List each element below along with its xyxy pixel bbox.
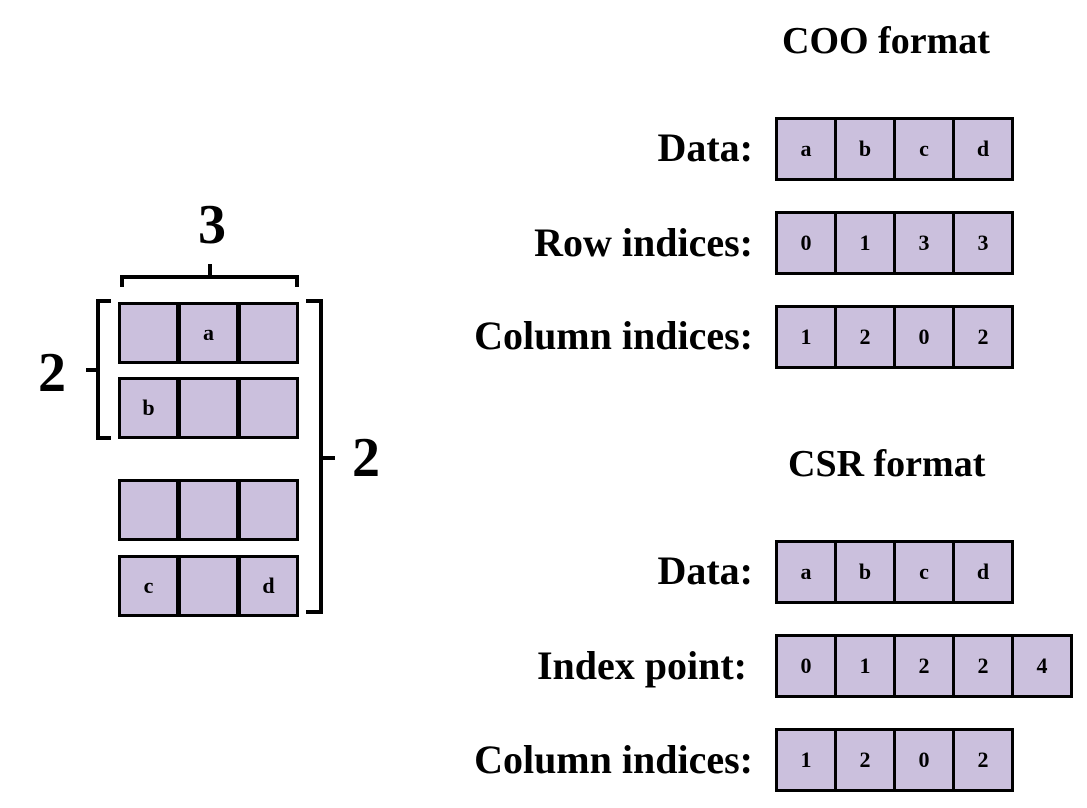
array-cell: 2 <box>952 728 1014 792</box>
array-cell: a <box>775 540 837 604</box>
csr-title: CSR format <box>788 443 986 485</box>
csr-column-indices-label: Column indices: <box>474 737 753 782</box>
column-block-size-label: 3 <box>198 194 226 256</box>
matrix-cell: d <box>238 555 299 617</box>
array-cell: 2 <box>952 305 1014 369</box>
coo-data-array: a b c d <box>775 117 1016 181</box>
coo-row-indices-label: Row indices: <box>534 220 753 265</box>
array-cell: d <box>952 117 1014 181</box>
matrix-cell <box>238 479 299 541</box>
column-brace <box>120 264 299 287</box>
brackets <box>86 264 335 614</box>
array-cell: c <box>893 540 955 604</box>
array-cell: 3 <box>893 211 955 275</box>
csr-index-point-array: 0 1 2 2 4 <box>775 634 1075 698</box>
array-cell: 2 <box>952 634 1014 698</box>
array-cell: 2 <box>893 634 955 698</box>
matrix-cell <box>118 302 179 364</box>
matrix-row: b <box>118 377 299 439</box>
coo-data-label: Data: <box>657 125 753 170</box>
array-cell: 3 <box>952 211 1014 275</box>
matrix-cell: a <box>178 302 239 364</box>
sparse-matrix: 3 2 2 a b c d <box>0 0 420 808</box>
array-cell: c <box>893 117 955 181</box>
row-block-brace <box>86 299 111 440</box>
matrix-row: c d <box>118 555 299 617</box>
array-cell: 4 <box>1011 634 1073 698</box>
array-cell: 0 <box>893 728 955 792</box>
csr-column-indices-array: 1 2 0 2 <box>775 728 1016 792</box>
array-cell: b <box>834 117 896 181</box>
array-cell: d <box>952 540 1014 604</box>
array-cell: b <box>834 540 896 604</box>
array-cell: 2 <box>834 728 896 792</box>
array-cell: 0 <box>775 634 837 698</box>
matrix-row: a <box>118 302 299 364</box>
matrix-cell: c <box>118 555 179 617</box>
array-cell: 1 <box>775 305 837 369</box>
row-block-count-label: 2 <box>352 427 380 489</box>
coo-title: COO format <box>782 20 990 62</box>
all-rows-brace <box>306 299 335 614</box>
array-cell: 1 <box>834 634 896 698</box>
array-cell: 0 <box>775 211 837 275</box>
csr-index-point-label: Index point: <box>536 643 747 688</box>
array-cell: 1 <box>775 728 837 792</box>
coo-row-indices-array: 0 1 3 3 <box>775 211 1016 275</box>
coo-column-indices-array: 1 2 0 2 <box>775 305 1016 369</box>
matrix-cell <box>238 302 299 364</box>
matrix-cell: b <box>118 377 179 439</box>
array-cell: 0 <box>893 305 955 369</box>
row-block-size-label: 2 <box>38 342 66 404</box>
matrix-cell <box>178 377 239 439</box>
coo-column-indices-label: Column indices: <box>474 313 753 358</box>
matrix-cell <box>118 479 179 541</box>
array-cell: 2 <box>834 305 896 369</box>
array-cell: a <box>775 117 837 181</box>
matrix-cell <box>178 555 239 617</box>
array-cell: 1 <box>834 211 896 275</box>
csr-data-label: Data: <box>657 548 753 593</box>
csr-data-array: a b c d <box>775 540 1016 604</box>
matrix-cell <box>238 377 299 439</box>
matrix-cell <box>178 479 239 541</box>
matrix-row <box>118 479 299 541</box>
